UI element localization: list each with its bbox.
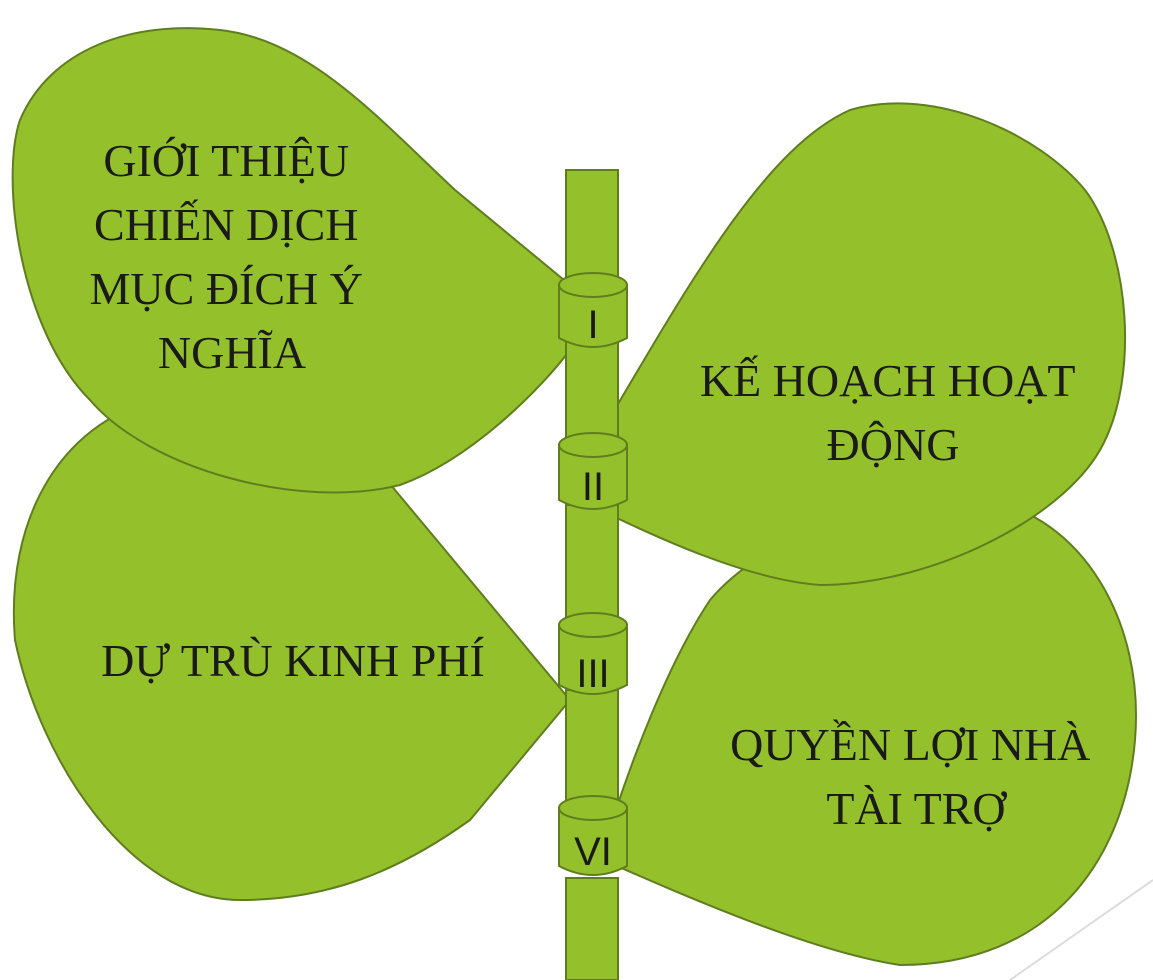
ring-4: VI bbox=[558, 795, 628, 876]
stem-bottom bbox=[565, 877, 619, 980]
corner-decoration-line bbox=[1009, 879, 1153, 980]
stem-segment bbox=[565, 504, 619, 626]
leaf-plan-line-1: KẾ HOẠCH HOẠT bbox=[700, 354, 1076, 406]
leaf-sponsor-line-2: TÀI TRỢ bbox=[826, 783, 1007, 834]
ring-label-2: II bbox=[582, 465, 604, 509]
leaf-intro-text: GIỚI THIỆU CHIẾN DỊCH MỤC ĐÍCH Ý NGHĨA bbox=[90, 135, 375, 378]
ring-1: I bbox=[558, 272, 628, 348]
leaf-plan bbox=[578, 102, 1127, 587]
leaf-plan-line-2: ĐỘNG bbox=[827, 419, 960, 470]
leaf-budget-line-1: DỰ TRÙ KINH PHÍ bbox=[101, 635, 485, 686]
ring-label-1: I bbox=[587, 303, 598, 347]
leaf-budget-text: DỰ TRÙ KINH PHÍ bbox=[101, 635, 485, 686]
leaf-plan-text: KẾ HOẠCH HOẠT ĐỘNG bbox=[700, 354, 1086, 470]
leaf-sponsor-text: QUYỀN LỢI NHÀ TÀI TRỢ bbox=[730, 718, 1102, 834]
stem-segment bbox=[565, 689, 619, 811]
leaf-sponsor-line-1: QUYỀN LỢI NHÀ bbox=[730, 718, 1090, 770]
leaf-intro-line-4: NGHĨA bbox=[158, 327, 306, 378]
leaf-intro-line-1: GIỚI THIỆU bbox=[103, 135, 349, 186]
ring-2: II bbox=[558, 432, 628, 510]
leaf-sponsor bbox=[579, 497, 1137, 967]
leaf-intro-line-3: MỤC ĐÍCH Ý bbox=[90, 263, 363, 314]
leaf-intro-line-2: CHIẾN DỊCH bbox=[94, 198, 358, 250]
ring-label-3: III bbox=[576, 652, 609, 696]
stem-top bbox=[565, 169, 619, 291]
ring-3: III bbox=[558, 612, 628, 696]
leaf-intro bbox=[11, 27, 571, 494]
ring-label-4: VI bbox=[574, 830, 612, 874]
